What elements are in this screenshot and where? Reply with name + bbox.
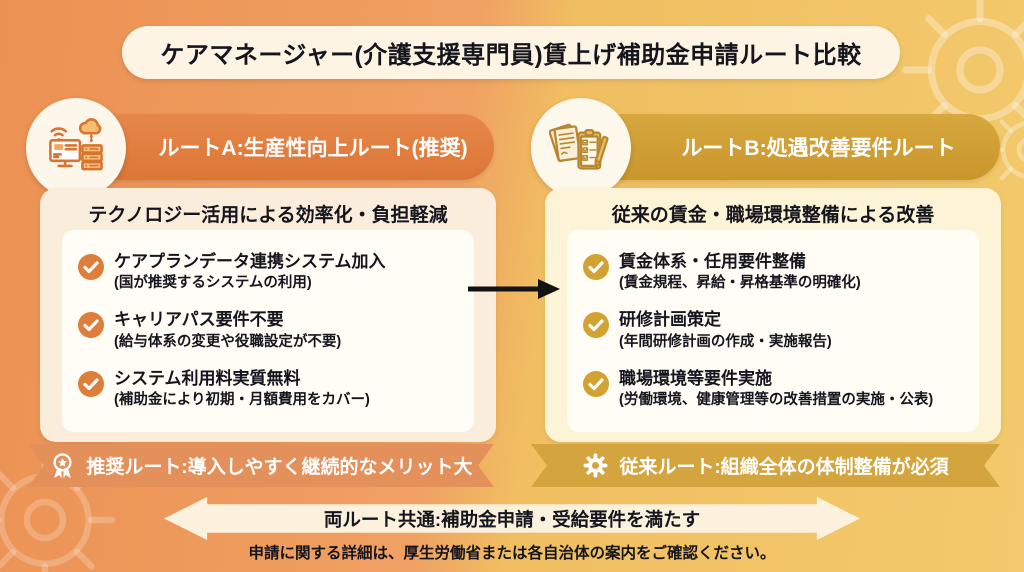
item-detail: (給与体系の変更や役職設定が不要) (114, 333, 342, 350)
medal-icon (53, 453, 72, 479)
technology-monitor-cloud-icon (49, 118, 103, 171)
checklist-item: システム利用料実質無料 (補助金により初期・月額費用をカバー) (62, 368, 474, 411)
gear-icon (583, 453, 608, 478)
checklist-item: 職場環境等要件実施 (労働環境、健康管理等の改善措置の実施・公表) (567, 368, 979, 411)
route-b-subtitle: 従来の賃金・職場環境整備による改善 (611, 205, 935, 226)
checklist-item: ケアプランデータ連携システム加入 (国が推奨するシステムの利用) (62, 251, 474, 294)
item-title: キャリアパス要件不要 (114, 310, 284, 330)
item-detail: (賃金規程、昇給・昇格基準の明確化) (619, 275, 861, 292)
check-icon (583, 312, 609, 339)
route-b-checklist-card: 賃金体系・任用要件整備 (賃金規程、昇給・昇格基準の明確化) 研修計画策定 (年… (567, 230, 979, 432)
item-title: 職場環境等要件実施 (619, 368, 772, 388)
documents-clipboard-icon (549, 123, 609, 170)
check-icon (583, 254, 609, 281)
common-requirements-label: 両ルート共通:補助金申請・受給要件を満たす (323, 508, 701, 530)
item-title: ケアプランデータ連携システム加入 (114, 252, 386, 272)
item-detail: (補助金により初期・月額費用をカバー) (114, 391, 370, 408)
checklist-item: 研修計画策定 (年間研修計画の作成・実施報告) (567, 309, 979, 352)
item-detail: (年間研修計画の作成・実施報告) (619, 333, 832, 350)
page-title: ケアマネージャー(介護支援専門員)賃上げ補助金申請ルート比較 (122, 26, 900, 79)
route-a-to-b-arrow-icon (468, 279, 560, 299)
item-title: 賃金体系・任用要件整備 (619, 252, 806, 272)
route-b-ribbon: 従来ルート:組織全体の体制整備が必須 (531, 444, 1000, 487)
check-icon (78, 312, 104, 339)
checklist-item: キャリアパス要件不要 (給与体系の変更や役職設定が不要) (62, 309, 474, 352)
item-title: 研修計画策定 (619, 310, 721, 330)
common-requirements-banner: 両ルート共通:補助金申請・受給要件を満たす (164, 497, 860, 540)
footer-note: 申請に関する詳細は、厚生労働省または各自治体の案内をご確認ください。 (248, 545, 776, 562)
route-b-header: ルートB:処遇改善要件ルート (583, 114, 1000, 180)
route-b-ribbon-label: 従来ルート:組織全体の体制整備が必須 (619, 457, 949, 478)
route-a-icon-circle (26, 98, 126, 198)
check-icon (583, 370, 609, 397)
item-detail: (国が推奨するシステムの利用) (114, 275, 312, 292)
check-icon (78, 370, 104, 397)
route-a-subtitle: テクノロジー活用による効率化・負担軽減 (88, 205, 448, 226)
route-a-ribbon-label: 推奨ルート:導入しやすく継続的なメリット大 (86, 457, 473, 478)
item-detail: (労働環境、健康管理等の改善措置の実施・公表) (619, 391, 934, 408)
route-a-checklist-card: ケアプランデータ連携システム加入 (国が推奨するシステムの利用) キャリアパス要… (62, 230, 474, 432)
item-title: システム利用料実質無料 (114, 368, 301, 388)
route-b-icon-circle (531, 98, 631, 198)
checklist-item: 賃金体系・任用要件整備 (賃金規程、昇給・昇格基準の明確化) (567, 251, 979, 294)
route-a-header: ルートA:生産性向上ルート(推奨) (78, 114, 494, 180)
route-a-ribbon: 推奨ルート:導入しやすく継続的なメリット大 (28, 444, 494, 487)
check-icon (78, 254, 104, 281)
